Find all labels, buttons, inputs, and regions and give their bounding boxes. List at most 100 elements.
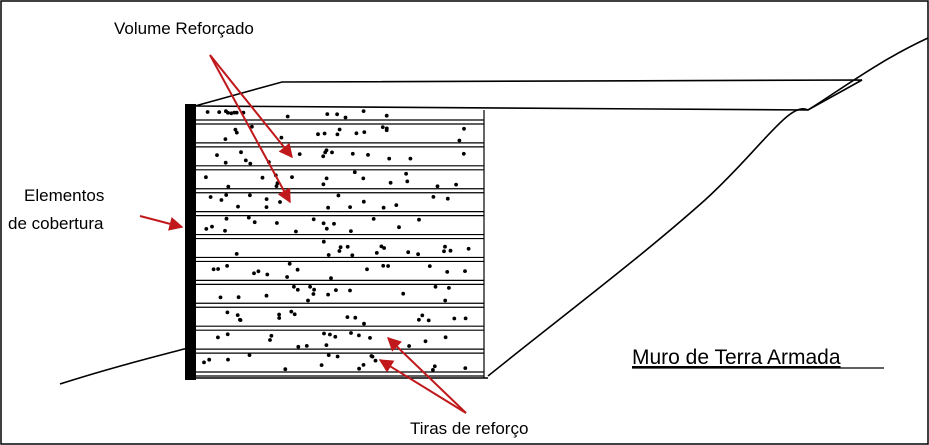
soil-particle: [427, 264, 432, 268]
soil-particle: [247, 353, 252, 357]
soil-particle: [461, 151, 466, 156]
soil-particle: [335, 112, 339, 117]
soil-particle: [343, 115, 348, 120]
soil-particle: [368, 336, 372, 340]
soil-particle: [312, 287, 316, 292]
soil-particle: [350, 253, 355, 258]
soil-particle: [322, 331, 326, 336]
soil-particle: [248, 161, 253, 166]
soil-particle: [205, 110, 210, 114]
soil-particle: [397, 225, 401, 230]
soil-particle: [252, 271, 256, 276]
soil-particle: [246, 215, 251, 220]
diagram-title: Muro de Terra Armada: [632, 346, 841, 369]
soil-particle: [229, 111, 234, 116]
soil-particle: [295, 267, 300, 272]
soil-particle: [268, 338, 272, 342]
soil-particle: [210, 224, 214, 229]
soil-particle: [290, 175, 294, 180]
soil-particle: [447, 286, 451, 290]
soil-particle: [384, 128, 389, 133]
soil-particle: [239, 150, 243, 155]
soil-particle: [234, 252, 239, 256]
soil-particle: [326, 292, 330, 297]
soil-particle: [417, 317, 421, 322]
arrow-strip-1: [386, 337, 467, 414]
soil-particle: [365, 267, 369, 272]
soil-particle: [408, 156, 413, 161]
soil-particle: [329, 276, 333, 281]
soil-particle: [326, 353, 331, 357]
soil-particle: [362, 321, 366, 326]
soil-particle: [381, 205, 386, 210]
soil-particle: [404, 171, 408, 176]
soil-particle: [252, 220, 257, 225]
soil-particle: [371, 217, 376, 221]
soil-particle: [265, 272, 270, 277]
soil-particle: [202, 360, 206, 365]
ground-line-left: [59, 347, 189, 385]
soil-particle: [466, 246, 471, 251]
soil-particle: [207, 357, 212, 362]
soil-particle: [443, 298, 448, 303]
soil-particle: [334, 288, 338, 292]
soil-particle: [379, 244, 384, 249]
soil-particle: [296, 344, 301, 349]
soil-particle: [336, 193, 341, 198]
soil-particle: [224, 109, 228, 114]
soil-particle: [345, 244, 350, 249]
soil-particle: [223, 228, 227, 233]
soil-particle: [337, 127, 342, 132]
soil-particle: [219, 198, 224, 202]
soil-particle: [348, 205, 352, 210]
soil-particle: [324, 176, 329, 181]
arrow-strip-2: [378, 359, 467, 414]
soil-particle: [426, 318, 431, 323]
soil-particle: [335, 354, 340, 359]
soil-particle: [354, 131, 359, 136]
soil-particle: [297, 152, 302, 157]
soil-particle: [321, 239, 326, 244]
soil-particle: [362, 130, 367, 135]
arrow-volume-1: [209, 54, 293, 159]
soil-particle: [324, 226, 329, 231]
soil-particle: [431, 195, 436, 199]
soil-particle: [325, 112, 330, 116]
soil-particle: [324, 148, 329, 153]
soil-particle: [224, 216, 229, 221]
soil-particle: [387, 156, 392, 161]
soil-particle: [208, 195, 213, 199]
soil-particle: [332, 221, 336, 226]
soil-particle: [443, 244, 447, 249]
soil-particle: [236, 295, 241, 300]
soil-particle: [204, 227, 209, 231]
soil-particle: [278, 200, 282, 204]
label-facing-line2: de cobertura: [8, 214, 104, 233]
soil-particle: [405, 179, 410, 184]
soil-particle: [233, 127, 238, 132]
soil-particle: [350, 151, 355, 156]
soil-particle: [269, 333, 274, 338]
soil-particle: [304, 344, 309, 348]
soil-particle: [322, 131, 327, 136]
soil-particle: [357, 366, 361, 371]
soil-particle: [204, 175, 208, 180]
soil-particle: [463, 316, 468, 321]
soil-particle: [337, 249, 342, 253]
soil-particle: [274, 184, 279, 189]
soil-particle: [283, 367, 288, 372]
annotation-arrows: [139, 54, 467, 414]
soil-particle: [406, 250, 411, 255]
soil-particle: [232, 110, 237, 115]
soil-particle: [216, 267, 221, 271]
soil-particle: [381, 263, 386, 268]
soil-particle: [223, 160, 228, 165]
soil-particle: [463, 269, 467, 273]
soil-particle: [225, 264, 230, 268]
soil-particle: [361, 199, 366, 204]
soil-particle: [295, 287, 300, 292]
soil-particle: [324, 343, 329, 347]
soil-particle: [394, 203, 399, 208]
soil-particle: [457, 138, 462, 143]
